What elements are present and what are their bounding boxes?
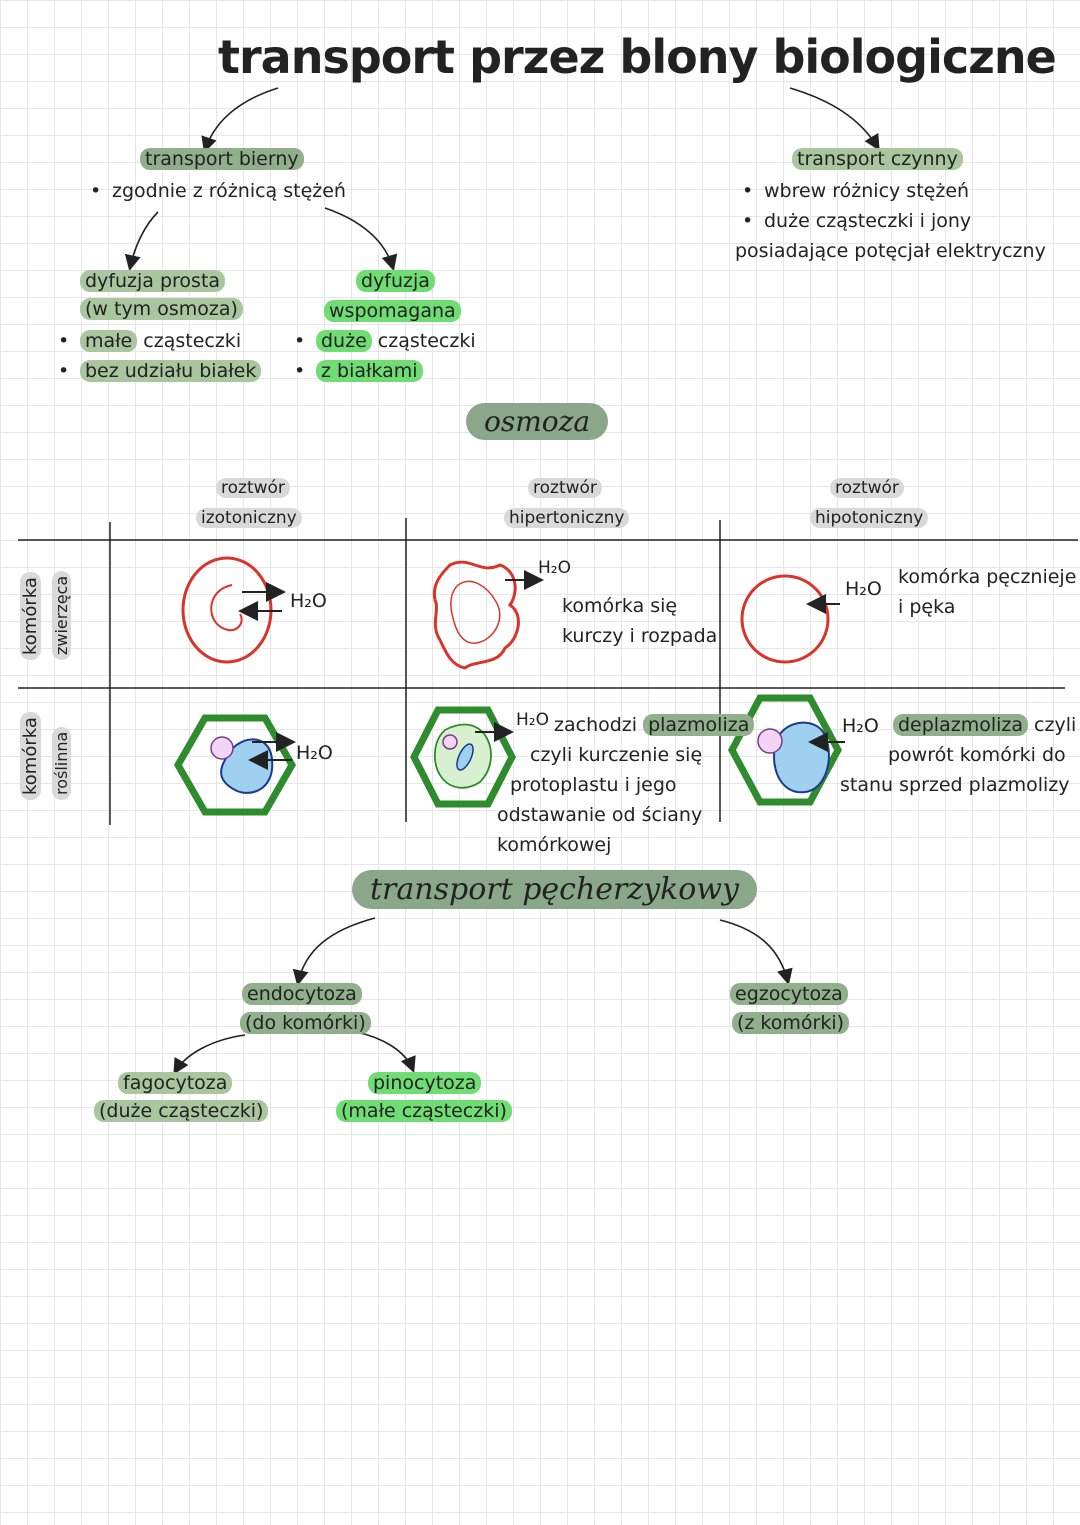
row-plant-l1: komórka (20, 712, 41, 800)
facilitated-diffusion-heading-2: wspomagana (324, 300, 461, 322)
arrow-to-passive (201, 87, 279, 154)
page-title: transport przez blony biologiczne (218, 30, 1057, 84)
plant-cell-isotonic (173, 714, 297, 816)
h2o-label-animal-hyper: H₂O (538, 558, 571, 578)
osmosis-heading: osmoza (466, 403, 609, 440)
row-plant-l2: roślinna (52, 726, 71, 800)
pinocytosis-sub: (małe cząsteczki) (336, 1100, 512, 1122)
active-bullet-2: duże cząsteczki i jony (742, 210, 971, 232)
phagocytosis-heading: fagocytoza (118, 1072, 233, 1094)
endocytosis-sub: (do komórki) (240, 1012, 371, 1034)
animal-hypo-text-2: i pęka (898, 596, 956, 618)
arrow-to-active (789, 87, 880, 151)
plant-cell-hypertonic (410, 706, 516, 808)
plant-hypo-text-3: stanu sprzed plazmolizy (840, 774, 1070, 796)
row-animal-l2: zwierzęca (52, 570, 71, 660)
col-hypertonic-l1: roztwór (528, 478, 602, 498)
active-heading: transport czynny (792, 148, 963, 170)
col-hypertonic-l2: hipertoniczny (504, 508, 630, 528)
col-isotonic-l2: izotoniczny (196, 508, 302, 528)
arrow-to-exo (719, 919, 793, 986)
plant-hyper-text-2: czyli kurczenie się (530, 744, 703, 766)
arrow-to-phago (173, 1034, 246, 1075)
animal-cell-hypertonic (432, 560, 544, 670)
arrow-to-facilitated (324, 207, 398, 272)
h2o-label-animal-iso: H₂O (290, 590, 327, 612)
phagocytosis-sub: (duże cząsteczki) (94, 1100, 269, 1122)
h2o-label-plant-hyper: H₂O (516, 710, 549, 730)
plant-hyper-text-5: komórkowej (497, 834, 612, 856)
col-hypotonic-l2: hipotoniczny (810, 508, 929, 528)
h2o-label-animal-hypo: H₂O (845, 578, 882, 600)
animal-cell-isotonic (181, 556, 286, 664)
animal-hypo-text-1: komórka pęcznieje (898, 566, 1077, 588)
plant-hypo-text-1: deplazmoliza czyli (893, 714, 1076, 736)
plant-cell-hypotonic (728, 694, 845, 806)
arrow-to-simple (124, 211, 159, 272)
vesicular-heading: transport pęcherzykowy (352, 870, 757, 909)
col-hypotonic-l1: roztwór (830, 478, 904, 498)
plant-hyper-text-4: odstawanie od ściany (497, 804, 703, 826)
pinocytosis-heading: pinocytoza (368, 1072, 482, 1094)
endocytosis-heading: endocytoza (242, 983, 362, 1005)
plant-hypo-text-2: powrót komórki do (888, 744, 1066, 766)
passive-bullet: zgodnie z różnicą stężeń (90, 180, 346, 202)
col-isotonic-l1: roztwór (216, 478, 290, 498)
simple-diffusion-sub: (w tym osmoza) (80, 298, 243, 320)
simple-diffusion-bullet-1: małe cząsteczki (58, 330, 241, 352)
animal-cell-hypotonic (740, 574, 840, 664)
facilitated-diffusion-bullet-1: duże cząsteczki (294, 330, 476, 352)
arrow-to-endo (292, 917, 376, 987)
animal-hyper-text-2: kurczy i rozpada (562, 625, 718, 647)
plant-hyper-text-1: zachodzi plazmoliza (554, 714, 755, 736)
active-bullet-1: wbrew różnicy stężeń (742, 180, 969, 202)
h2o-label-plant-hypo: H₂O (842, 715, 879, 737)
active-line-3: posiadające potęcjał elektryczny (735, 240, 1046, 262)
facilitated-diffusion-bullet-2: z białkami (294, 360, 423, 382)
arrow-to-pino (344, 1029, 416, 1073)
facilitated-diffusion-heading-1: dyfuzja (356, 270, 435, 292)
exocytosis-heading: egzocytoza (730, 983, 848, 1005)
simple-diffusion-bullet-2: bez udziału białek (58, 360, 262, 382)
animal-hyper-text-1: komórka się (562, 595, 678, 617)
exocytosis-sub: (z komórki) (732, 1012, 850, 1034)
plant-hyper-text-3: protoplastu i jego (510, 774, 677, 796)
h2o-label-plant-iso: H₂O (296, 742, 333, 764)
row-animal-l1: komórka (20, 572, 41, 660)
simple-diffusion-heading: dyfuzja prosta (80, 270, 226, 292)
passive-heading: transport bierny (140, 148, 304, 170)
